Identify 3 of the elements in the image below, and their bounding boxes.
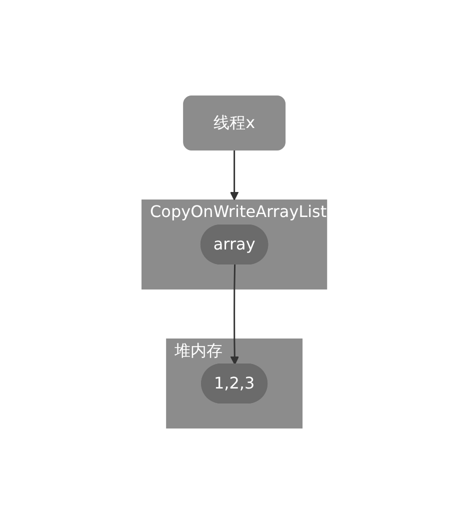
- node-box: 线程x: [182, 95, 286, 150]
- arrow: [230, 264, 239, 364]
- arrow: [230, 150, 238, 200]
